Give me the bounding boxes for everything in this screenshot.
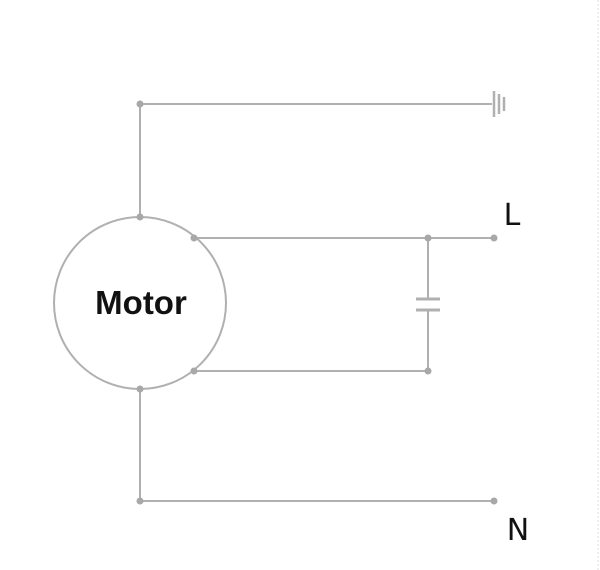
line-terminal-label: L (504, 198, 521, 233)
node-neutral-terminal (490, 497, 498, 505)
node-motor-bottom (136, 385, 144, 393)
node-neutral-corner (136, 497, 144, 505)
node-motor-line (190, 234, 198, 242)
capacitor-icon (416, 297, 440, 312)
node-ground-corner (136, 100, 144, 108)
node-motor-aux (190, 367, 198, 375)
motor: Motor (53, 216, 227, 390)
motor-label: Motor (95, 284, 187, 321)
capacitor-branch (194, 238, 429, 372)
ground-icon (492, 91, 506, 117)
neutral-wire (139, 389, 494, 502)
node-motor-top (136, 213, 144, 221)
ground-wire (139, 103, 492, 216)
node-capacitor-top (424, 234, 432, 242)
node-capacitor-bottom (424, 367, 432, 375)
neutral-terminal-label: N (507, 513, 529, 548)
node-line-terminal (490, 234, 498, 242)
connection-nodes (136, 100, 498, 505)
